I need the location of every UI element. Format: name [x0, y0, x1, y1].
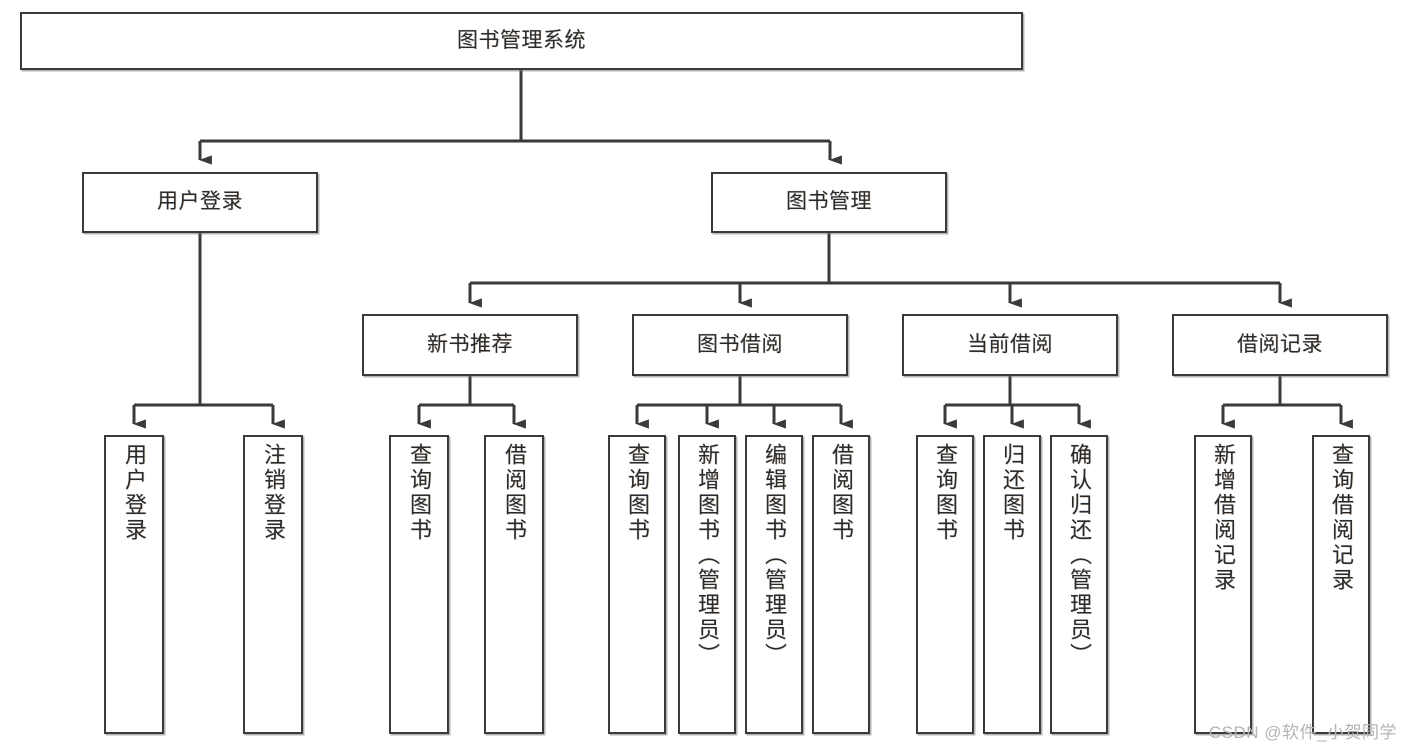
leaf-label: 借阅图书: [502, 443, 527, 543]
leaf-logout-login[interactable]: 注销登录: [243, 435, 303, 734]
leaf-label: 借阅图书: [829, 443, 854, 543]
leaf-edit-book-admin[interactable]: 编辑图书（管理员）: [745, 435, 803, 734]
node-book-borrow[interactable]: 图书借阅: [632, 314, 848, 376]
node-borrow-record-label: 借阅记录: [1237, 332, 1323, 356]
leaf-label: 查询图书: [933, 443, 958, 543]
leaf-confirm-return-admin[interactable]: 确认归还（管理员）: [1050, 435, 1108, 734]
leaf-label: 查询图书: [625, 443, 650, 543]
leaf-label: 归还图书: [1000, 443, 1025, 543]
leaf-query-book-current[interactable]: 查询图书: [916, 435, 974, 734]
leaf-query-borrow-record[interactable]: 查询借阅记录: [1312, 435, 1370, 734]
leaf-label: 查询借阅记录: [1329, 443, 1354, 593]
leaf-label: 注销登录: [261, 443, 286, 543]
leaf-add-borrow-record[interactable]: 新增借阅记录: [1194, 435, 1252, 734]
node-root-label: 图书管理系统: [457, 28, 586, 52]
leaf-label: 确认归还（管理员）: [1067, 443, 1092, 668]
leaf-borrow-book[interactable]: 借阅图书: [812, 435, 870, 734]
leaf-label: 用户登录: [122, 443, 147, 543]
node-new-book-recommend[interactable]: 新书推荐: [362, 314, 578, 376]
node-book-management[interactable]: 图书管理: [711, 172, 947, 233]
leaf-label: 新增图书（管理员）: [695, 443, 720, 668]
node-user-login-label: 用户登录: [157, 190, 243, 214]
node-book-borrow-label: 图书借阅: [697, 332, 783, 356]
leaf-add-book-admin[interactable]: 新增图书（管理员）: [678, 435, 736, 734]
node-new-book-recommend-label: 新书推荐: [427, 332, 513, 356]
node-user-login[interactable]: 用户登录: [82, 172, 318, 233]
leaf-label: 编辑图书（管理员）: [762, 443, 787, 668]
leaf-user-login[interactable]: 用户登录: [104, 435, 164, 734]
leaf-label: 查询图书: [407, 443, 432, 543]
node-current-borrow-label: 当前借阅: [967, 332, 1053, 356]
node-book-management-label: 图书管理: [786, 190, 872, 214]
leaf-label: 新增借阅记录: [1211, 443, 1236, 593]
node-root[interactable]: 图书管理系统: [20, 12, 1023, 70]
leaf-borrow-book-recommend[interactable]: 借阅图书: [484, 435, 544, 734]
leaf-return-book[interactable]: 归还图书: [983, 435, 1041, 734]
node-borrow-record[interactable]: 借阅记录: [1172, 314, 1388, 376]
leaf-query-book-recommend[interactable]: 查询图书: [389, 435, 449, 734]
leaf-query-book-borrow[interactable]: 查询图书: [608, 435, 666, 734]
node-current-borrow[interactable]: 当前借阅: [902, 314, 1118, 376]
